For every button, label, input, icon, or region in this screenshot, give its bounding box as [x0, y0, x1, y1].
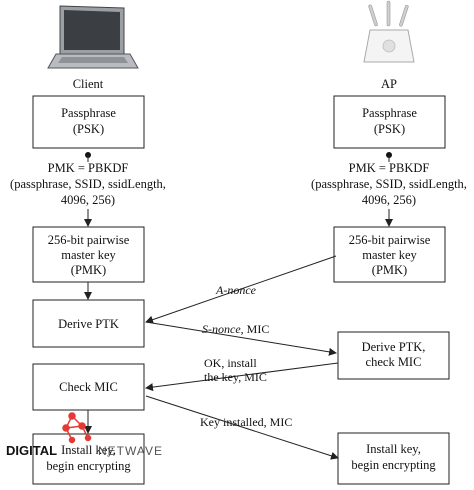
watermark-left-text: DIGITAL [6, 443, 57, 458]
anonce-label: A-nonce [215, 283, 257, 297]
ap-passphrase-box [333, 95, 446, 149]
ap-label: AP [381, 77, 397, 91]
ap-derive-ptk-line1: Derive PTK, [362, 340, 426, 354]
ok-install-line2: the key, MIC [204, 370, 267, 384]
ok-install-line1: OK, install [204, 356, 257, 370]
client-passphrase-box [32, 95, 145, 149]
ap-master-key-line3: (PMK) [372, 263, 407, 277]
ok-install-arrow [145, 362, 339, 392]
access-point-icon [363, 0, 415, 63]
laptop-icon [47, 5, 139, 69]
watermark-right-text: NETWAVE [98, 444, 163, 458]
client-pmk-formula-line2: (passphrase, SSID, ssidLength, [10, 177, 166, 191]
ap-derive-ptk-box [337, 331, 450, 380]
ap-pmk-formula-line1: PMK = PBKDF [349, 161, 430, 175]
snonce-label-word: S-nonce [202, 322, 241, 336]
snonce-label-rest: , MIC [241, 322, 270, 336]
client-derive-ptk-label: Derive PTK [58, 317, 119, 331]
client-pmk-formula-line3: 4096, 256) [61, 193, 115, 207]
ap-install-box [337, 432, 450, 485]
client-master-key-line3: (PMK) [71, 263, 106, 277]
ap-passphrase-line2: (PSK) [374, 122, 405, 136]
client-check-mic-label: Check MIC [59, 380, 118, 394]
client-passphrase-line1: Passphrase [61, 106, 116, 120]
snonce-label: S-nonce, MIC [202, 322, 269, 336]
watermark-logo-icon [62, 412, 92, 444]
watermark: DIGITAL NETWAVE [6, 412, 163, 458]
key-installed-label: Key installed, MIC [200, 415, 292, 429]
ap-passphrase-line1: Passphrase [362, 106, 417, 120]
client-derive-ptk-box [32, 299, 145, 348]
client-install-box [32, 433, 145, 485]
client-master-key-box [32, 226, 145, 283]
client-label: Client [73, 77, 104, 91]
ap-derive-ptk-line2: check MIC [366, 355, 422, 369]
ap-master-key-line2: master key [362, 248, 417, 262]
key-installed-arrow [145, 395, 339, 460]
ap-master-key-line1: 256-bit pairwise [349, 233, 431, 247]
client-pmk-formula-line1: PMK = PBKDF [48, 161, 129, 175]
ap-pmk-formula-line3: 4096, 256) [362, 193, 416, 207]
client-install-line2: begin encrypting [46, 459, 131, 473]
anonce-arrow [145, 255, 337, 324]
ap-master-key-box [333, 226, 446, 283]
ap-pmk-formula-line2: (passphrase, SSID, ssidLength, [311, 177, 467, 191]
client-passphrase-line2: (PSK) [73, 122, 104, 136]
snonce-arrow [145, 321, 337, 356]
client-master-key-line1: 256-bit pairwise [48, 233, 130, 247]
client-install-line1: Install key, [61, 443, 116, 457]
client-master-key-line2: master key [61, 248, 116, 262]
ap-install-line1: Install key, [366, 442, 421, 456]
ap-install-line2: begin encrypting [351, 458, 436, 472]
